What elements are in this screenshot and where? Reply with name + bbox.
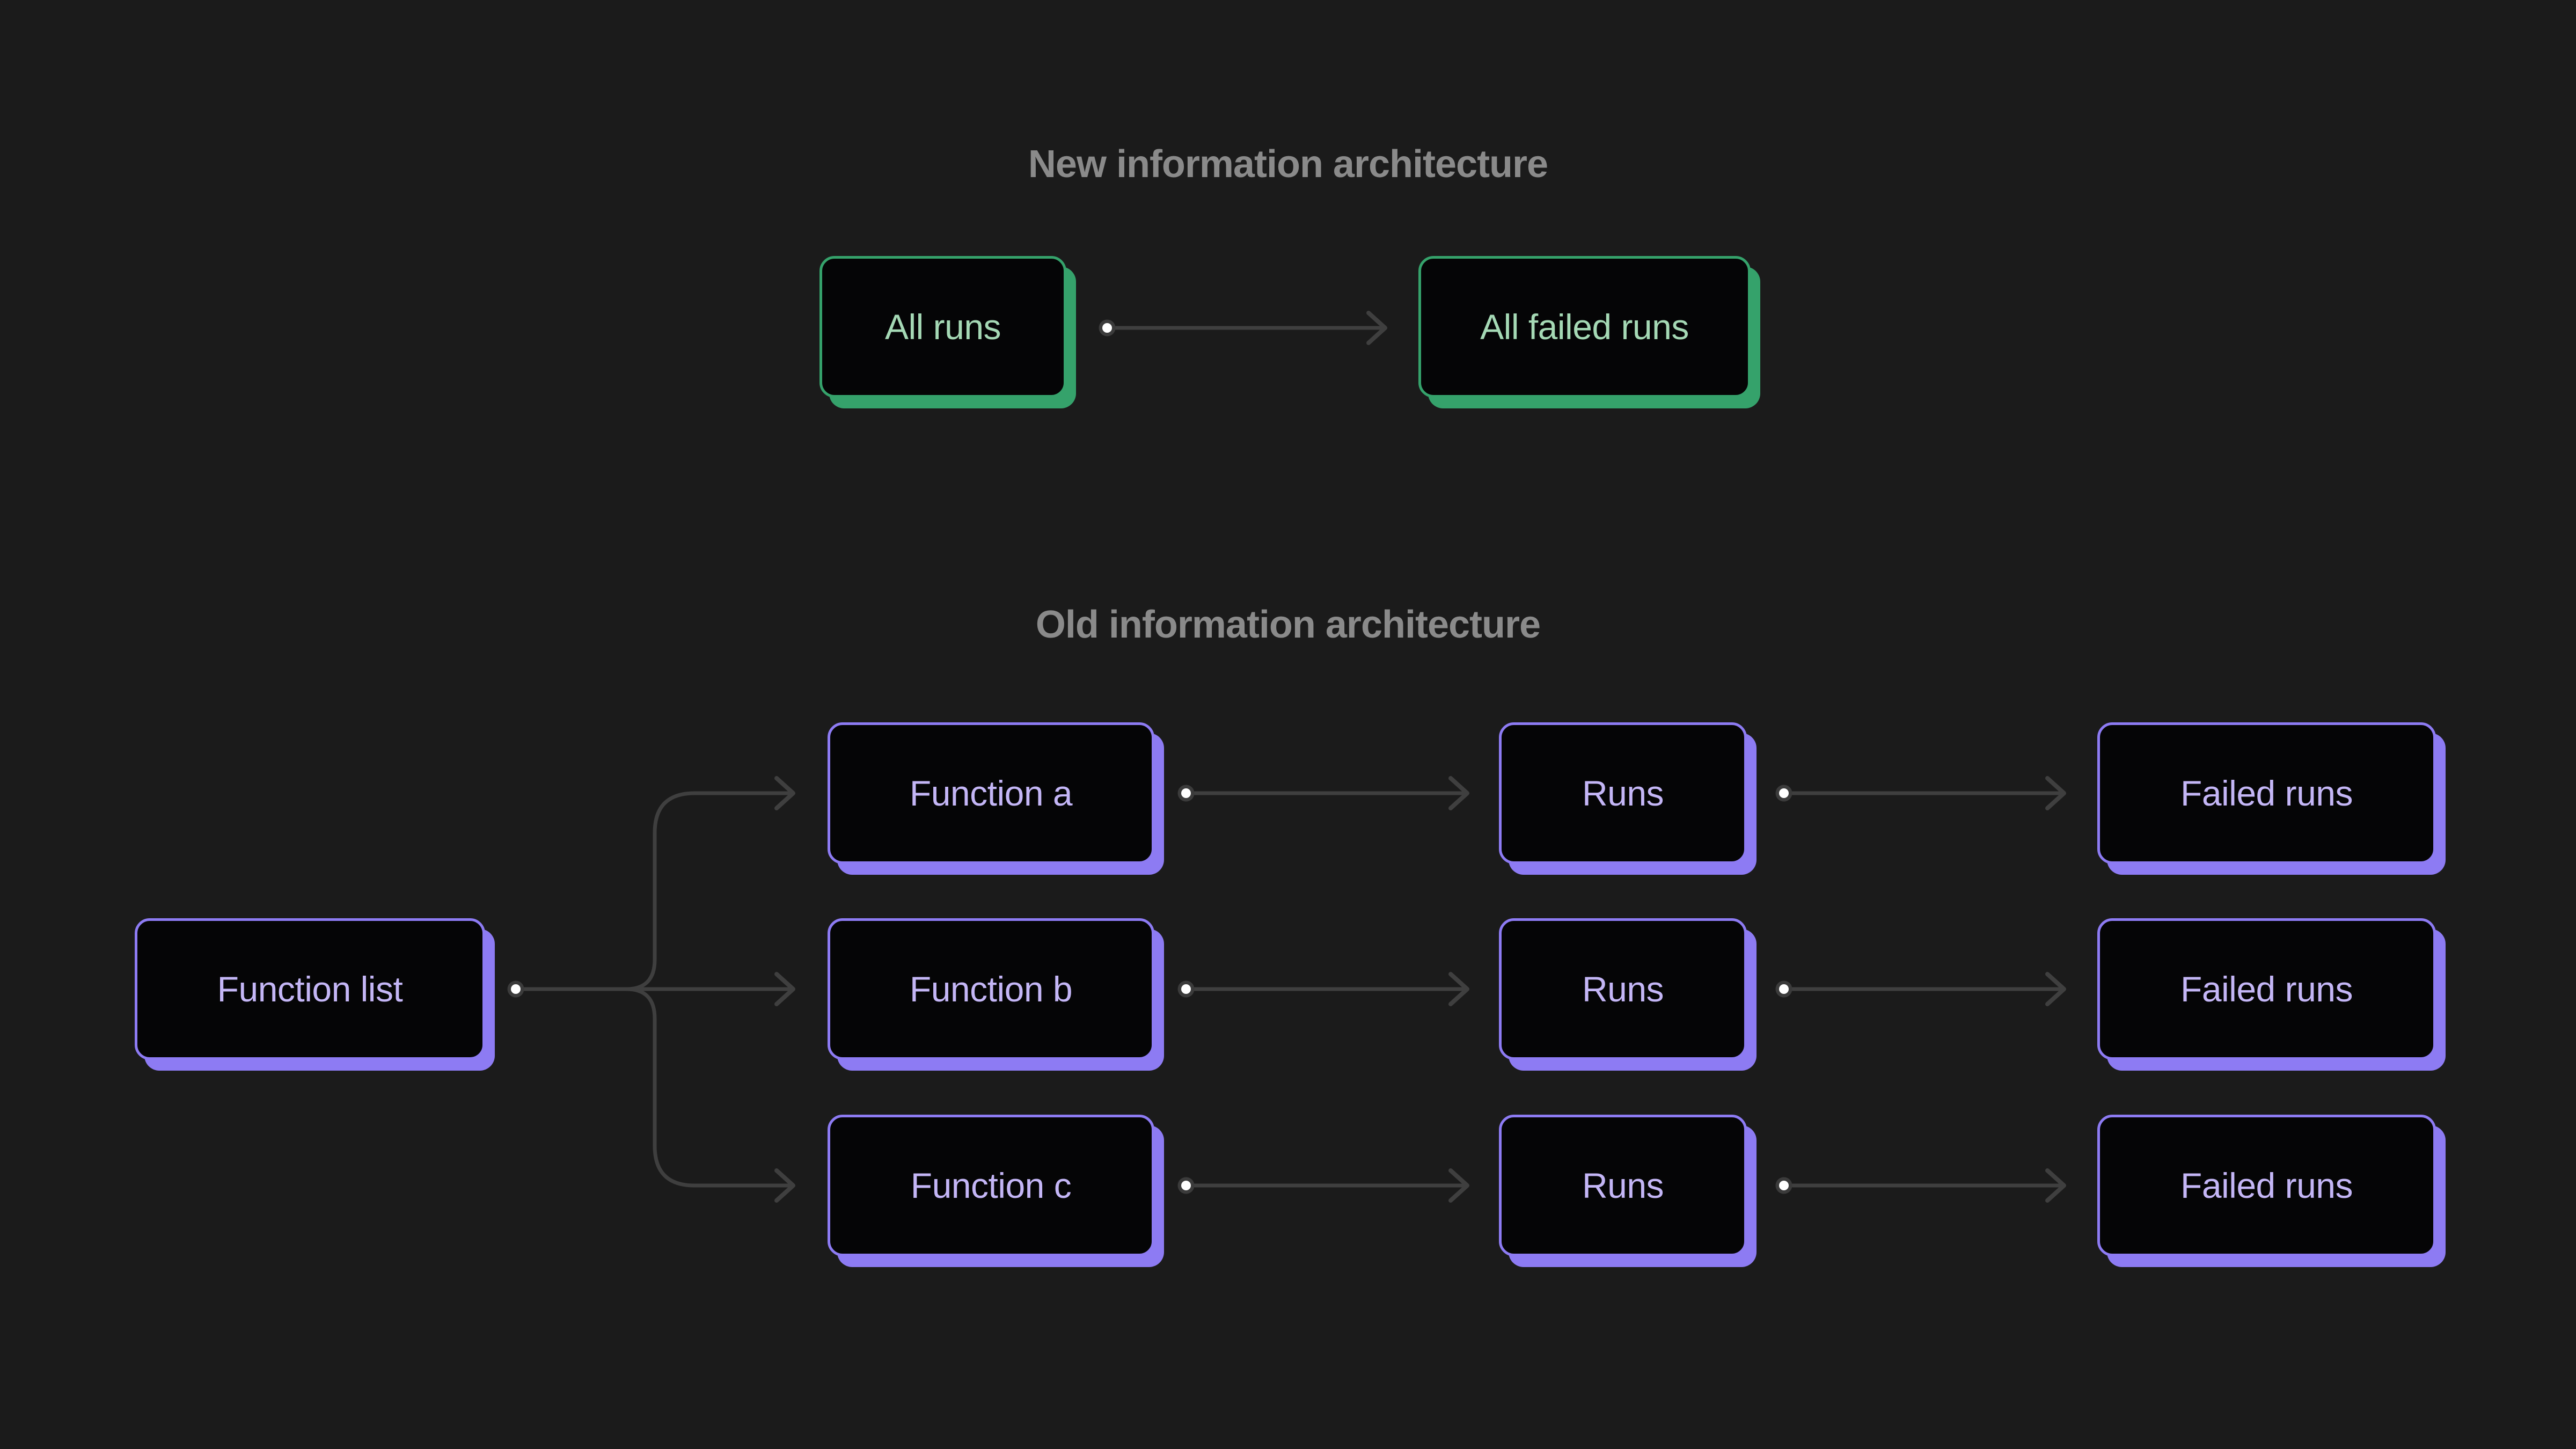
node-failed-runs-a: Failed runs [2097,722,2436,864]
connector-dot [1177,1177,1195,1194]
node-label: Runs [1582,1166,1664,1205]
node-label: Failed runs [2180,969,2353,1009]
node-runs-b: Runs [1499,918,1747,1060]
connector-dot [1775,785,1792,802]
edge-runs-b-to-failed-runs [1775,972,2066,1006]
edge-runs-a-to-failed-runs [1775,776,2066,810]
arrowhead-icon [1366,311,1387,345]
edge-function-a-to-runs [1177,776,1469,810]
node-function-list: Function list [135,918,485,1060]
node-label: Runs [1582,969,1664,1009]
edge-all-runs-to-all-failed-runs [1099,311,1387,345]
connector-dot [1775,980,1792,998]
edge-function-c-to-runs [1177,1168,1469,1203]
arrowhead-icon [1448,1168,1469,1203]
connector-dot [1177,980,1195,998]
new-architecture-title: New information architecture [1028,143,1548,186]
node-label: All runs [884,307,1001,347]
arrowhead-icon [774,972,795,1006]
node-function-a: Function a [828,722,1154,864]
connector-dot [1099,319,1116,336]
node-all-runs: All runs [819,256,1066,398]
connector-dot [1775,1177,1792,1194]
arrowhead-icon [1448,776,1469,810]
edge-function-list-fork [507,776,795,1203]
node-function-c: Function c [828,1115,1154,1256]
node-failed-runs-b: Failed runs [2097,918,2436,1060]
node-label: All failed runs [1480,307,1689,347]
node-label: Runs [1582,773,1664,813]
connector-dot [507,980,524,998]
node-runs-a: Runs [1499,722,1747,864]
node-failed-runs-c: Failed runs [2097,1115,2436,1256]
node-label: Failed runs [2180,773,2353,813]
node-label: Failed runs [2180,1166,2353,1205]
node-runs-c: Runs [1499,1115,1747,1256]
arrowhead-icon [774,1168,795,1203]
arrowhead-icon [2045,1168,2066,1203]
node-function-b: Function b [828,918,1154,1060]
node-label: Function b [909,969,1073,1009]
node-label: Function list [217,969,403,1009]
arrowhead-icon [774,776,795,810]
node-all-failed-runs: All failed runs [1418,256,1751,398]
old-architecture-title: Old information architecture [1035,603,1541,646]
node-label: Function a [909,773,1073,813]
connector-dot [1177,785,1195,802]
arrowhead-icon [2045,972,2066,1006]
edge-runs-c-to-failed-runs [1775,1168,2066,1203]
edge-function-b-to-runs [1177,972,1469,1006]
arrowhead-icon [2045,776,2066,810]
arrowhead-icon [1448,972,1469,1006]
node-label: Function c [910,1166,1072,1205]
